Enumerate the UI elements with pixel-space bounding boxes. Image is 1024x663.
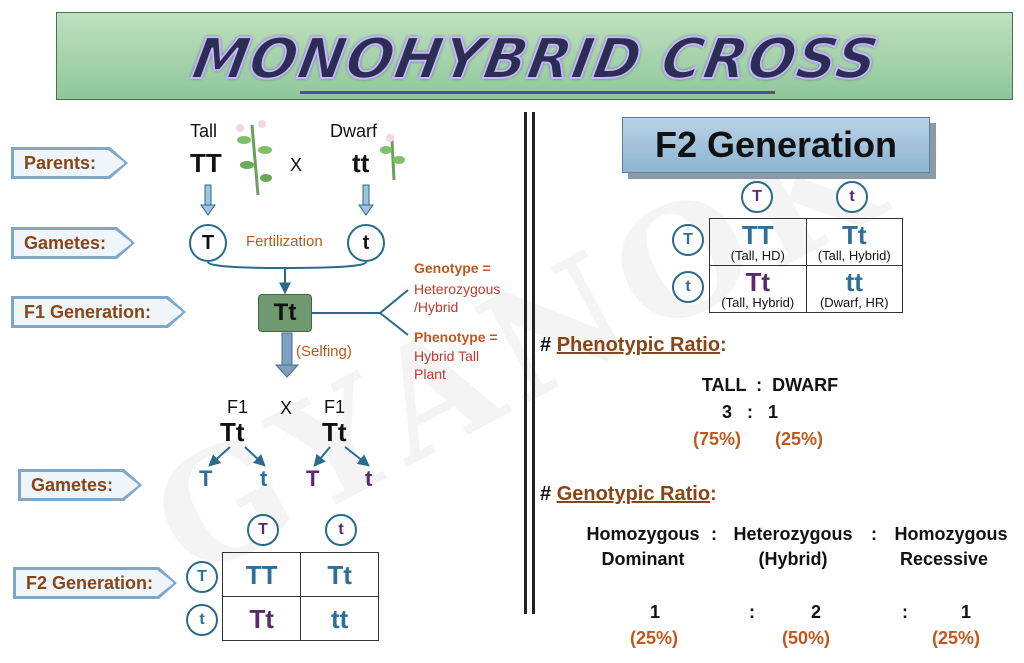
- genotype-class-3-line-1: Homozygous: [894, 524, 1008, 544]
- phenotypic-ratio-header: TALL : DWARF: [701, 375, 839, 395]
- gametes2-label: Gametes:: [20, 471, 139, 499]
- genotype-number-2: 2: [810, 602, 821, 622]
- f2-generation-heading: F2 Generation: [622, 117, 930, 173]
- phenotype-value-2: Plant: [414, 366, 446, 382]
- genotype-class-2-line-2: (Hybrid): [758, 549, 828, 569]
- phenotypic-pct-dwarf: (25%): [775, 429, 824, 449]
- genotype-number-sep-2: :: [902, 602, 908, 622]
- f1-gamete-2: t: [260, 466, 268, 491]
- genotype-class-3-line-2: Recessive: [899, 549, 989, 569]
- right-punnett-col-t: t: [836, 181, 868, 213]
- left-cell-Tt-1: Tt: [300, 552, 379, 597]
- right-punnett-table: TT (Tall, HD) Tt (Tall, Hybrid) Tt (Tall…: [709, 218, 903, 313]
- phenotypic-ratio-heading: # Phenotypic Ratio:: [540, 334, 727, 356]
- title-banner: MONOHYBRID CROSS: [56, 12, 1013, 100]
- genotype-class-2-line-1: Heterozygous: [733, 524, 853, 544]
- gametes-label: Gametes:: [13, 229, 132, 257]
- f2-label: F2 Generation:: [15, 569, 174, 597]
- f1-left-label: F1: [227, 397, 249, 417]
- genotypic-ratio-heading: # Genotypic Ratio:: [540, 483, 717, 505]
- title-underline: [300, 91, 775, 94]
- parents-label: Parents:: [13, 149, 125, 177]
- f1-gamete-4: t: [365, 466, 373, 491]
- dwarf-label: Dwarf: [330, 121, 378, 141]
- fertilization-label: Fertilization: [246, 233, 323, 250]
- phenotypic-pct-tall: (75%): [693, 429, 742, 449]
- pea-plant-icon-dwarf: [380, 134, 405, 181]
- divider-line-2: [532, 112, 535, 614]
- divider-line-1: [524, 112, 527, 614]
- f1-genotype-box: Tt: [258, 294, 312, 332]
- genotype-number-3: 1: [960, 602, 971, 622]
- phenotype-value-1: Hybrid Tall: [414, 348, 480, 364]
- right-cell-Tt-1: Tt (Tall, Hybrid): [805, 218, 903, 266]
- phenotype-title: Phenotype =: [414, 329, 498, 345]
- genotype-number-sep-1: :: [749, 602, 755, 622]
- parent-cross-symbol: X: [290, 155, 303, 175]
- arrow-dwarf: [362, 184, 370, 206]
- f1-right-label: F1: [324, 397, 346, 417]
- right-cell-TT: TT (Tall, HD): [709, 218, 807, 266]
- genotype-number-1: 1: [649, 602, 660, 622]
- f1-left-genotype: Tt: [220, 417, 245, 447]
- f1-gamete-1: T: [199, 466, 213, 491]
- right-cell-tt: tt (Dwarf, HR): [805, 265, 903, 313]
- tall-label: Tall: [190, 121, 218, 141]
- genotype-sep-2: :: [871, 524, 877, 544]
- left-cell-tt: tt: [300, 596, 379, 641]
- phenotypic-ratio-numbers: 3 : 1: [721, 402, 779, 422]
- left-punnett-row-t: t: [186, 604, 218, 636]
- gamete-recessive: t: [347, 224, 385, 262]
- right-punnett-row-t: t: [672, 271, 704, 303]
- f1-cross-symbol: X: [280, 398, 293, 418]
- left-punnett-col-T: T: [247, 514, 279, 546]
- left-cell-TT: TT: [221, 552, 302, 597]
- genotype-pct-3: (25%): [932, 628, 981, 648]
- left-punnett-row-T: T: [186, 561, 218, 593]
- genotype-pct-1: (25%): [630, 628, 679, 648]
- selfing-label: (Selfing): [296, 343, 352, 360]
- parent-dwarf-genotype: tt: [352, 148, 370, 178]
- genotype-value-1: Heterozygous: [414, 281, 501, 297]
- pea-plant-icon-tall: [236, 120, 272, 196]
- left-punnett-col-t: t: [325, 514, 357, 546]
- f1-right-genotype: Tt: [322, 417, 347, 447]
- right-cell-Tt-2: Tt (Tall, Hybrid): [709, 265, 807, 313]
- f1-gamete-3: T: [306, 466, 320, 491]
- left-connectors: [200, 120, 409, 467]
- genotype-class-1-line-1: Homozygous: [586, 524, 700, 544]
- genotype-class-1-line-2: Dominant: [601, 549, 685, 569]
- f1-label: F1 Generation:: [13, 298, 183, 326]
- parent-tall-genotype: TT: [190, 148, 222, 178]
- genotype-value-2: /Hybrid: [414, 299, 459, 315]
- right-punnett-row-T: T: [672, 224, 704, 256]
- right-punnett-col-T: T: [741, 181, 773, 213]
- genotype-sep-1: :: [711, 524, 717, 544]
- left-punnett-table: TT Tt Tt tt: [221, 552, 379, 641]
- genotype-title: Genotype =: [414, 260, 491, 276]
- arrow-tall: [204, 184, 212, 206]
- left-cell-Tt-2: Tt: [221, 596, 302, 641]
- gamete-dominant: T: [189, 224, 227, 262]
- genotype-pct-2: (50%): [782, 628, 831, 648]
